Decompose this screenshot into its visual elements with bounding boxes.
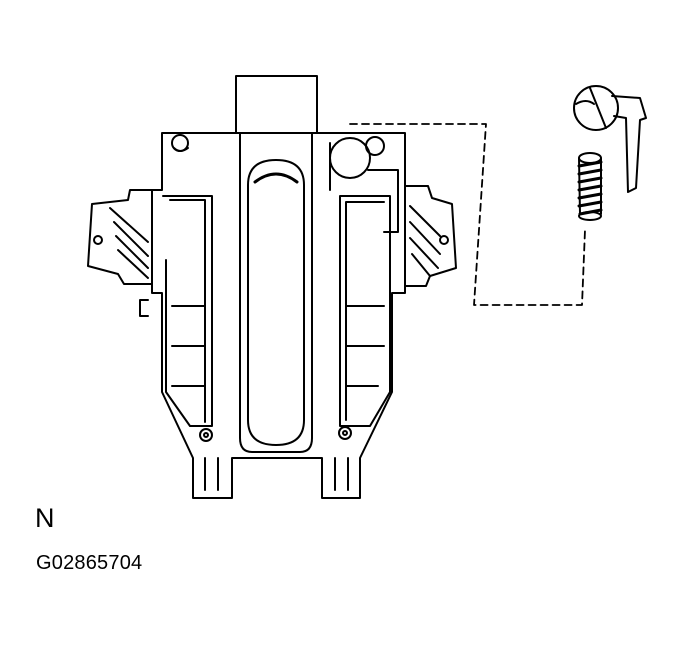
- right-mount-screw: [338, 426, 352, 440]
- left-gate-channel: [162, 195, 213, 427]
- detent-lever-assembly: [573, 85, 647, 193]
- housing-foot-left-detail: [204, 457, 219, 491]
- dashed-leader-line: [349, 123, 586, 306]
- top-left-boss: [171, 134, 189, 152]
- left-mount-flange: [87, 189, 153, 317]
- view-label: N: [35, 503, 55, 533]
- right-gate-inner: [345, 201, 385, 421]
- housing-foot-right-detail: [334, 457, 349, 491]
- detent-pocket: [329, 136, 399, 233]
- right-mount-flange: [404, 185, 457, 287]
- lever-guide-slot-shade: [253, 172, 299, 184]
- housing-outline: [151, 132, 406, 499]
- left-gate-inner: [169, 199, 206, 423]
- right-gate-channel: [339, 195, 391, 427]
- shift-lever-housing: [87, 75, 457, 499]
- left-mount-screw: [199, 428, 213, 442]
- housing-top-tab: [235, 75, 318, 134]
- housing-left-rail: [239, 132, 313, 453]
- lever-guide-slot: [247, 159, 305, 446]
- compression-spring: [577, 152, 603, 221]
- figure-code: G02865704: [36, 552, 143, 574]
